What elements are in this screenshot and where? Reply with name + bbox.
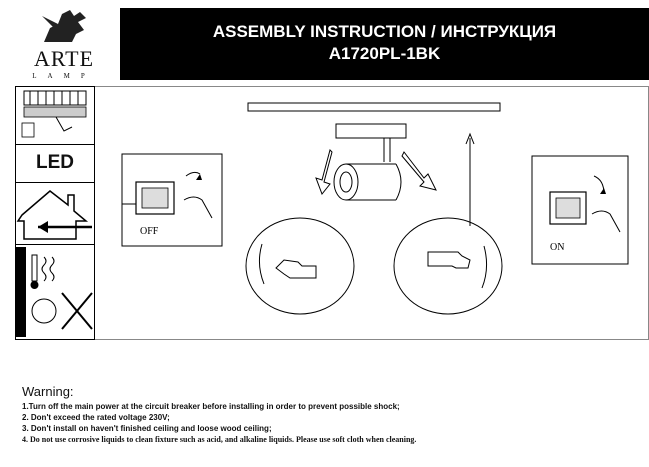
warning-line-3: 3. Don't install on haven't finished cei… [22,424,272,433]
griffin-icon [42,10,86,42]
warning-line-1: 1.Turn off the main power at the circuit… [22,402,400,411]
icon-panel: LED [15,86,95,340]
rotate-arrow-right-icon [401,151,437,191]
brand-name: ARTE [33,46,95,71]
detail-circle-left [245,217,355,315]
warning-section: Warning: 1.Turn off the main power at th… [22,384,642,445]
detail-circle-right [393,217,503,315]
mounting-rail [247,102,501,112]
page-title: ASSEMBLY INSTRUCTION / ИНСТРУКЦИЯ [212,22,557,41]
cold-cell [16,245,94,339]
lamp-fixture [333,123,407,201]
no-low-temperature-icon [16,247,93,337]
wiring-cell [16,87,94,145]
warning-line-4: 4. Do not use corrosive liquids to clean… [22,435,417,444]
off-label: OFF [140,226,159,237]
model-number: A1720PL-1BK [328,44,441,63]
indoor-cell [16,183,94,245]
brand-logo: ARTE LAMP [14,6,114,82]
led-label: LED [16,145,94,183]
brand-sub: LAMP [32,72,96,80]
switch-on-illustration [531,155,629,265]
indoor-house-icon [16,190,92,240]
on-label: ON [550,242,564,253]
switch-off-illustration [121,153,223,247]
warning-title: Warning: [22,384,74,399]
rotate-arrow-left-icon [315,149,333,195]
warning-line-2: 2. Don't exceed the rated voltage 230V; [22,413,170,422]
terminal-block-icon [21,90,87,138]
header-banner: ASSEMBLY INSTRUCTION / ИНСТРУКЦИЯ A1720P… [120,8,649,80]
